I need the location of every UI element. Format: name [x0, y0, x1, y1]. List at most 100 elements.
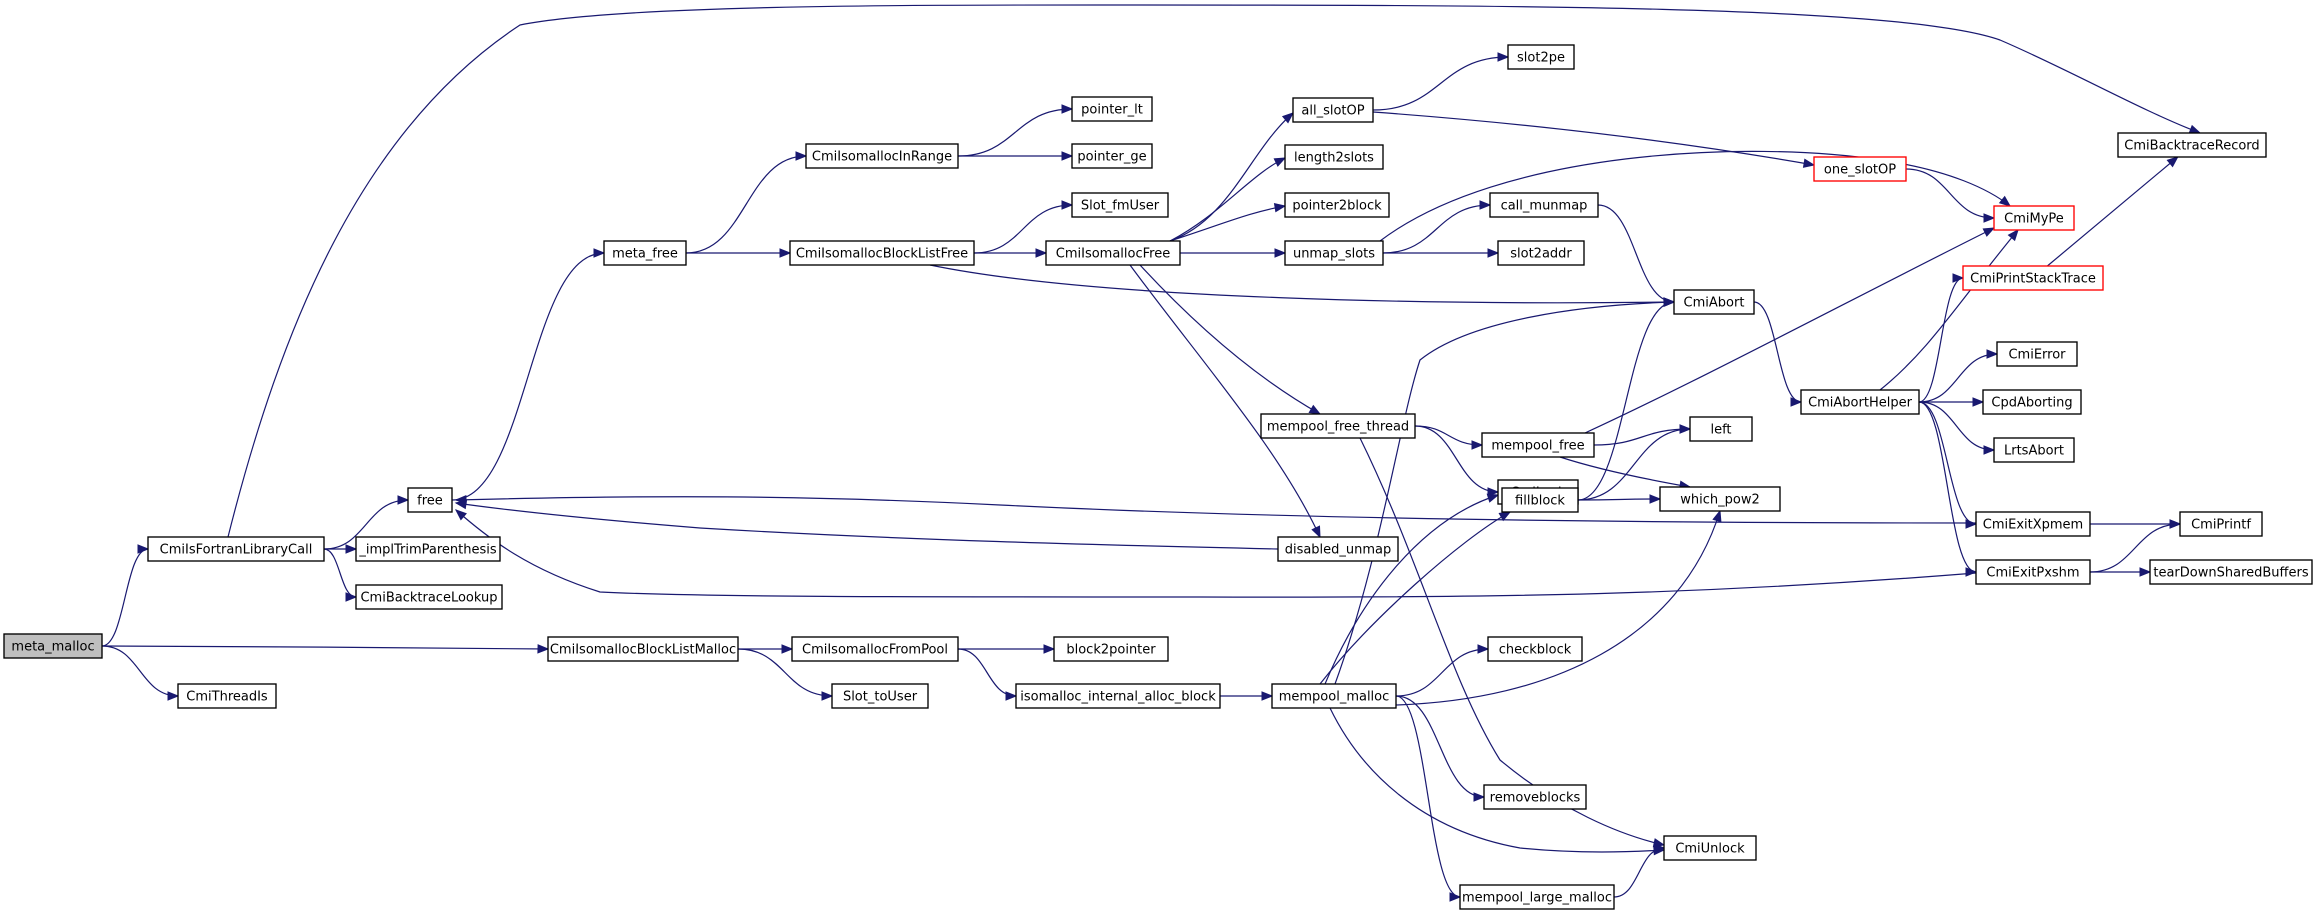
node-Slot_toUser[interactable]: Slot_toUser — [831, 683, 929, 709]
node-CmiIsomallocFree[interactable]: CmiIsomallocFree — [1045, 240, 1181, 266]
node-box[interactable] — [1284, 240, 1384, 266]
node-CmiPrintf[interactable]: CmiPrintf — [2179, 511, 2263, 537]
node-mempool_large_malloc[interactable]: mempool_large_malloc — [1459, 884, 1615, 910]
node-box[interactable] — [1975, 511, 2091, 537]
node-box[interactable] — [1487, 636, 1583, 662]
node-pointer_lt[interactable]: pointer_lt — [1071, 96, 1153, 122]
node-box[interactable] — [1481, 432, 1595, 458]
node-box[interactable] — [1459, 884, 1615, 910]
node-box[interactable] — [1975, 559, 2091, 585]
node-box[interactable] — [805, 143, 959, 169]
node-left[interactable]: left — [1689, 416, 1753, 442]
node-box[interactable] — [1689, 416, 1753, 442]
node-CmiIsomallocFromPool[interactable]: CmiIsomallocFromPool — [791, 636, 959, 662]
node-box[interactable] — [1292, 97, 1374, 123]
node-box[interactable] — [1489, 192, 1599, 218]
node-box[interactable] — [1813, 156, 1907, 182]
node-box[interactable] — [1271, 683, 1397, 709]
node-mempool_free[interactable]: mempool_free — [1481, 432, 1595, 458]
node-slot2addr[interactable]: slot2addr — [1497, 240, 1585, 266]
node-disabled_unmap[interactable]: disabled_unmap — [1277, 536, 1399, 562]
node-CpdAborting[interactable]: CpdAborting — [1982, 389, 2082, 415]
node-box[interactable] — [177, 683, 277, 709]
node-all_slotOP[interactable]: all_slotOP — [1292, 97, 1374, 123]
node-tearDownSharedBuffers[interactable]: tearDownSharedBuffers — [2149, 559, 2313, 585]
node-box[interactable] — [1673, 289, 1755, 315]
node-fillblock[interactable]: fillblock — [1501, 487, 1579, 513]
edge-arrowhead — [1712, 509, 1722, 523]
node-box[interactable] — [791, 636, 959, 662]
node-box[interactable] — [1659, 486, 1781, 512]
node-box[interactable] — [789, 240, 975, 266]
node-CmiIsomallocBlockListFree[interactable]: CmiIsomallocBlockListFree — [789, 240, 975, 266]
node-box[interactable] — [355, 584, 503, 610]
edge-isomalloc_internal_alloc_block-to-mempool_malloc — [1220, 691, 1274, 701]
node-mempool_free_thread[interactable]: mempool_free_thread — [1260, 413, 1416, 439]
node-box[interactable] — [1996, 341, 2078, 367]
node-box[interactable] — [547, 636, 739, 662]
node-CmiAbortHelper[interactable]: CmiAbortHelper — [1800, 389, 1920, 415]
node-meta_malloc[interactable]: meta_malloc — [3, 633, 103, 659]
node-box[interactable] — [1982, 389, 2082, 415]
node-removeblocks[interactable]: removeblocks — [1483, 784, 1587, 810]
node-CmiExitXpmem[interactable]: CmiExitXpmem — [1975, 511, 2091, 537]
node-box[interactable] — [1277, 536, 1399, 562]
node-box[interactable] — [1501, 487, 1579, 513]
node-CmiIsFortranLibraryCall[interactable]: CmiIsFortranLibraryCall — [147, 536, 325, 562]
node-one_slotOP[interactable]: one_slotOP — [1813, 156, 1907, 182]
node-pointer_ge[interactable]: pointer_ge — [1071, 143, 1153, 169]
node-CmiAbort[interactable]: CmiAbort — [1673, 289, 1755, 315]
node-box[interactable] — [1993, 437, 2075, 463]
node-box[interactable] — [2117, 132, 2267, 158]
node-box[interactable] — [1507, 44, 1575, 70]
node-box[interactable] — [1497, 240, 1585, 266]
node-box[interactable] — [1053, 636, 1169, 662]
node-pointer2block[interactable]: pointer2block — [1284, 192, 1390, 218]
node-box[interactable] — [147, 536, 325, 562]
node-CmiPrintStackTrace[interactable]: CmiPrintStackTrace — [1962, 265, 2104, 291]
node-box[interactable] — [1260, 413, 1416, 439]
node-LrtsAbort[interactable]: LrtsAbort — [1993, 437, 2075, 463]
node-box[interactable] — [2149, 559, 2313, 585]
node-isomalloc_internal_alloc_block[interactable]: isomalloc_internal_alloc_block — [1015, 683, 1221, 709]
node-box[interactable] — [355, 536, 501, 562]
node-box[interactable] — [1962, 265, 2104, 291]
node-box[interactable] — [1015, 683, 1221, 709]
node-box[interactable] — [1045, 240, 1181, 266]
node-CmiExitPxshm[interactable]: CmiExitPxshm — [1975, 559, 2091, 585]
node-CmiIsomallocBlockListMalloc[interactable]: CmiIsomallocBlockListMalloc — [547, 636, 739, 662]
node-box[interactable] — [1800, 389, 1920, 415]
node-block2pointer[interactable]: block2pointer — [1053, 636, 1169, 662]
node-Slot_fmUser[interactable]: Slot_fmUser — [1071, 192, 1169, 218]
node-box[interactable] — [1993, 205, 2075, 231]
node-checkblock[interactable]: checkblock — [1487, 636, 1583, 662]
node-box[interactable] — [1071, 143, 1153, 169]
node-call_munmap[interactable]: call_munmap — [1489, 192, 1599, 218]
node-unmap_slots[interactable]: unmap_slots — [1284, 240, 1384, 266]
node-mempool_malloc[interactable]: mempool_malloc — [1271, 683, 1397, 709]
node-CmiBacktraceRecord[interactable]: CmiBacktraceRecord — [2117, 132, 2267, 158]
node-_implTrimParenthesis[interactable]: _implTrimParenthesis — [355, 536, 501, 562]
node-CmiThreadIs[interactable]: CmiThreadIs — [177, 683, 277, 709]
node-box[interactable] — [1071, 96, 1153, 122]
node-slot2pe[interactable]: slot2pe — [1507, 44, 1575, 70]
node-box[interactable] — [603, 240, 687, 266]
node-CmiUnlock[interactable]: CmiUnlock — [1663, 835, 1757, 861]
node-which_pow2[interactable]: which_pow2 — [1659, 486, 1781, 512]
node-box[interactable] — [407, 487, 453, 513]
node-box[interactable] — [1071, 192, 1169, 218]
node-CmiIsomallocInRange[interactable]: CmiIsomallocInRange — [805, 143, 959, 169]
node-length2slots[interactable]: length2slots — [1284, 144, 1384, 170]
node-CmiBacktraceLookup[interactable]: CmiBacktraceLookup — [355, 584, 503, 610]
node-box[interactable] — [1663, 835, 1757, 861]
node-box[interactable] — [2179, 511, 2263, 537]
node-box[interactable] — [831, 683, 929, 709]
node-box[interactable] — [1483, 784, 1587, 810]
node-box[interactable] — [3, 633, 103, 659]
node-box[interactable] — [1284, 144, 1384, 170]
node-meta_free[interactable]: meta_free — [603, 240, 687, 266]
node-box[interactable] — [1284, 192, 1390, 218]
node-CmiError[interactable]: CmiError — [1996, 341, 2078, 367]
node-free[interactable]: free — [407, 487, 453, 513]
node-CmiMyPe[interactable]: CmiMyPe — [1993, 205, 2075, 231]
